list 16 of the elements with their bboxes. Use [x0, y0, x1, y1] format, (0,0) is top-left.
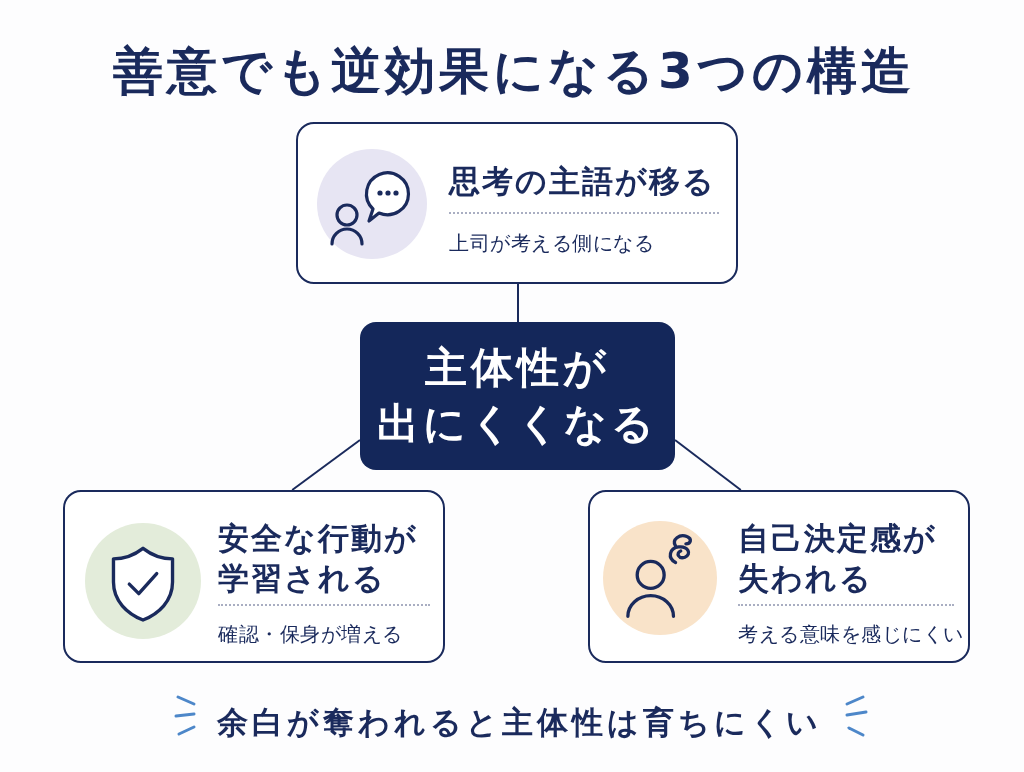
card-heading: 自己決定感が失われる — [738, 519, 938, 598]
card-subtext: 上司が考える側になる — [449, 230, 654, 257]
card-subtext: 確認・保身が増える — [218, 621, 403, 648]
card-box — [296, 122, 738, 284]
connector-line — [674, 439, 742, 491]
card-heading: 安全な行動が学習される — [218, 519, 419, 598]
title: 善意でも逆効果になる3つの構造 — [113, 41, 915, 102]
connector-line — [291, 439, 361, 491]
card-subtext: 考える意味を感じにくい — [738, 621, 964, 648]
connector-line — [517, 283, 519, 323]
highlight-text: 主体性が出にくくなる — [376, 342, 659, 450]
highlight-box — [360, 322, 675, 470]
caption: 余白が奪われると主体性は育ちにくい — [216, 703, 822, 742]
card-box — [63, 490, 445, 663]
card-heading: 思考の主語が移る — [449, 162, 717, 201]
card-box — [588, 490, 970, 663]
